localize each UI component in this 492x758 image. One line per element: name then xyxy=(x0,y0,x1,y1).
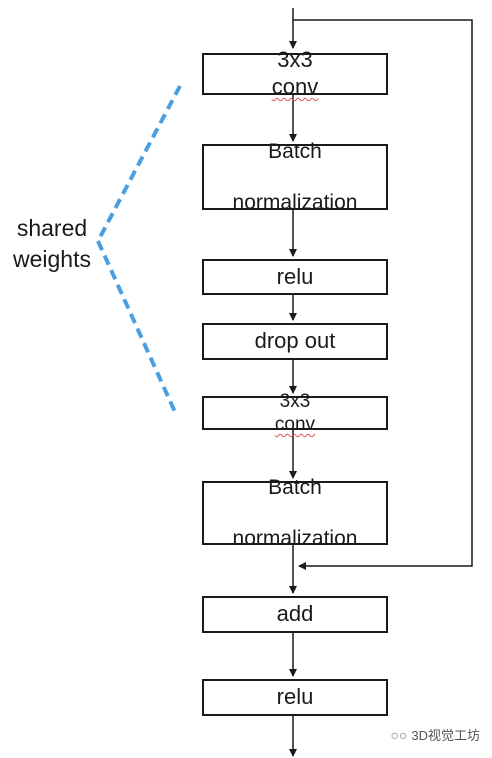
skip-connection xyxy=(293,19,473,570)
node-conv-2-label: 3x3 xyxy=(279,390,311,412)
node-conv-2-word: conv xyxy=(274,414,316,435)
node-dropout: drop out xyxy=(202,323,388,360)
shared-weights-line1: shared xyxy=(16,215,88,241)
watermark: ○○ 3D视觉工坊 xyxy=(390,725,480,744)
node-relu-2: relu xyxy=(202,679,388,716)
node-conv-2: 3x3 conv xyxy=(202,391,388,435)
node-batch-norm-1-line1: Batch xyxy=(268,139,322,163)
node-batch-norm-2: Batch normalization xyxy=(202,476,388,550)
node-batch-norm-2-line2: normalization xyxy=(232,526,358,550)
node-conv-1-word: conv xyxy=(271,74,319,99)
node-relu-2-label: relu xyxy=(276,684,314,710)
shared-weights-line2: weights xyxy=(13,246,91,273)
node-batch-norm-2-line1: Batch xyxy=(268,475,322,499)
watermark-text: 3D视觉工坊 xyxy=(411,728,480,743)
node-conv-1-label: 3x3 xyxy=(277,47,313,73)
shared-bracket-upper xyxy=(96,85,182,242)
node-batch-norm-1-line2: normalization xyxy=(232,190,358,214)
node-conv-1: 3x3 conv xyxy=(202,47,388,99)
node-batch-norm-1: Batch normalization xyxy=(202,140,388,214)
shared-weights-label: shared weights xyxy=(4,213,100,275)
node-dropout-label: drop out xyxy=(254,328,336,354)
node-relu-1: relu xyxy=(202,259,388,295)
shared-bracket-lower xyxy=(96,240,177,413)
node-add-label: add xyxy=(276,601,314,627)
node-relu-1-label: relu xyxy=(276,263,314,289)
wechat-icon: ○○ xyxy=(390,726,408,743)
node-add: add xyxy=(202,596,388,633)
